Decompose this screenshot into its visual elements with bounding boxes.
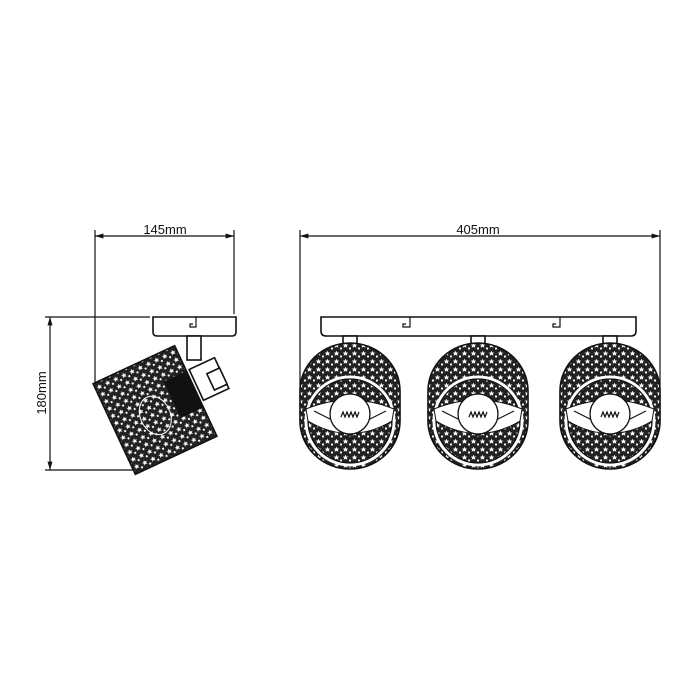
- side-shade: [92, 344, 218, 476]
- height-label: 180mm: [34, 371, 49, 414]
- side-width-label: 145mm: [143, 222, 186, 237]
- lamp-3: [559, 335, 661, 470]
- lamp-2: [427, 335, 529, 470]
- side-view: 145mm 180mm: [34, 222, 237, 476]
- side-socket: [188, 356, 230, 402]
- front-bar: [320, 316, 637, 337]
- front-width-label: 405mm: [456, 222, 499, 237]
- side-canopy: [152, 316, 237, 361]
- lamp-1: [299, 335, 401, 470]
- front-view: 405mm: [299, 222, 661, 470]
